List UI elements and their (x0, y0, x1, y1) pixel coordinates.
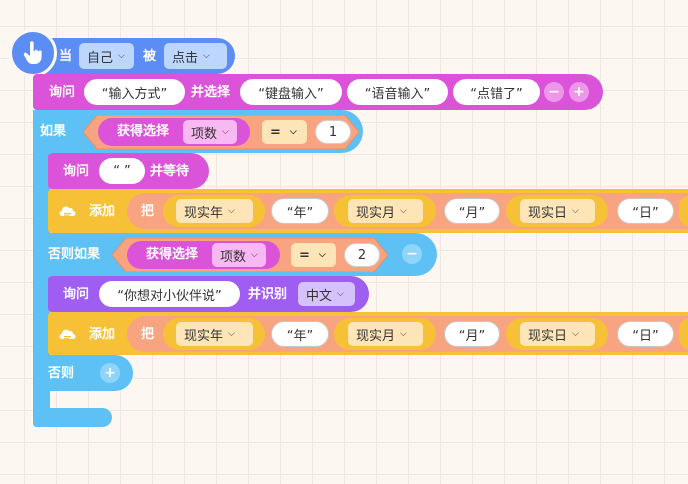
ask-choice-question-input[interactable]: “输入方式” (84, 79, 185, 105)
add-block-2-label: 添加 (89, 327, 116, 342)
event-prefix: 当 (59, 49, 73, 64)
ask-choice-remove-button[interactable]: − (544, 82, 564, 102)
event-hat-circle[interactable] (9, 29, 57, 77)
if-operator-value: = (270, 124, 281, 140)
elseif-operator-dropdown[interactable]: = ⌵ (291, 243, 336, 267)
ask-recognize-label: 询问 (63, 287, 90, 302)
row1-month-text-input[interactable]: “月” (444, 198, 500, 224)
row1-current-day-dropdown[interactable]: 现实日 ⌵ (520, 199, 595, 223)
elseif-label: 否则如果 (48, 247, 101, 262)
row1-current-day-value: 现实日 (528, 205, 568, 221)
row2-current-day-value: 现实日 (528, 328, 568, 344)
row2-current-month-value: 现实月 (356, 328, 396, 344)
row1-current-month-dropdown[interactable]: 现实月 ⌵ (348, 199, 423, 223)
event-middle: 被 (143, 49, 157, 64)
ask-recognize-language-dropdown[interactable]: 中文 ⌵ (298, 282, 355, 306)
ask-recognize-connector: 并识别 (248, 287, 288, 302)
plus-icon: + (573, 84, 585, 100)
if-value-input[interactable]: 1 (315, 120, 351, 144)
event-action-value: 点击 (172, 50, 199, 66)
if-label: 如果 (40, 124, 67, 139)
row2-month-text-input[interactable]: “月” (444, 321, 500, 347)
ask-choice-option-2[interactable]: “语音输入” (347, 79, 448, 105)
elseif-value-input[interactable]: 2 (344, 243, 380, 267)
chevron-down-icon: ⌵ (400, 328, 407, 339)
elseif-field-value: 项数 (220, 249, 247, 265)
row2-current-day-dropdown[interactable]: 现实日 ⌵ (520, 322, 595, 346)
ask-recognize-question-input[interactable]: “你想对小伙伴说” (99, 281, 240, 307)
chevron-down-icon: ⌵ (222, 126, 229, 137)
elseif-remove-button[interactable]: − (402, 244, 422, 264)
event-target-value: 自己 (87, 50, 114, 66)
chevron-down-icon: ⌵ (228, 328, 235, 339)
minus-icon: − (548, 84, 560, 100)
add-block-1-ba: 把 (141, 204, 155, 219)
add-block-2-icon (58, 325, 76, 343)
ask-wait-connector: 并等待 (150, 164, 190, 179)
chevron-down-icon: ⌵ (337, 288, 344, 299)
row1-year-text-input[interactable]: “年” (271, 198, 329, 224)
row1-next-join-edge (679, 195, 688, 227)
chevron-down-icon: ⌵ (203, 50, 210, 61)
elseif-get-choice-label: 获得选择 (146, 247, 199, 262)
chevron-down-icon: ⌵ (400, 205, 407, 216)
row2-current-month-dropdown[interactable]: 现实月 ⌵ (348, 322, 423, 346)
add-block-2-ba: 把 (141, 327, 155, 342)
row2-next-join-edge (679, 318, 688, 350)
elseif-field-dropdown[interactable]: 项数 ⌵ (212, 243, 266, 267)
else-add-button[interactable]: + (100, 363, 120, 383)
row1-day-text-input[interactable]: “日” (617, 198, 674, 224)
plus-icon: + (104, 365, 116, 381)
row2-current-year-dropdown[interactable]: 现实年 ⌵ (176, 322, 253, 346)
if-field-value: 项数 (191, 126, 218, 142)
control-block-footer (33, 408, 112, 427)
cloud-list-icon (59, 329, 76, 340)
if-field-dropdown[interactable]: 项数 ⌵ (183, 120, 237, 144)
event-action-dropdown[interactable]: 点击 ⌵ (164, 43, 227, 69)
hand-pointer-icon (23, 41, 42, 64)
chevron-down-icon: ⌵ (572, 328, 579, 339)
chevron-down-icon: ⌵ (228, 205, 235, 216)
row1-current-year-value: 现实年 (184, 205, 224, 221)
add-block-1-label: 添加 (89, 204, 116, 219)
chevron-down-icon: ⌵ (118, 50, 125, 61)
ask-choice-connector: 并选择 (191, 85, 231, 100)
ask-choice-option-3[interactable]: “点错了” (453, 79, 540, 105)
chevron-down-icon: ⌵ (572, 205, 579, 216)
row2-year-text-input[interactable]: “年” (271, 321, 329, 347)
else-label: 否则 (48, 366, 75, 381)
row1-current-year-dropdown[interactable]: 现实年 ⌵ (176, 199, 253, 223)
chevron-down-icon: ⌵ (318, 249, 326, 260)
ask-choice-label: 询问 (49, 85, 76, 100)
ask-recognize-language-value: 中文 (306, 288, 333, 304)
row1-current-month-value: 现实月 (356, 205, 396, 221)
row2-current-year-value: 现实年 (184, 328, 224, 344)
minus-icon: − (406, 246, 418, 262)
chevron-down-icon: ⌵ (289, 126, 297, 137)
ask-choice-option-1[interactable]: “键盘输入” (240, 79, 342, 105)
add-block-1-icon (58, 202, 76, 220)
if-get-choice-label: 获得选择 (117, 124, 170, 139)
if-operator-dropdown[interactable]: = ⌵ (262, 120, 307, 144)
ask-choice-add-button[interactable]: + (569, 82, 589, 102)
cloud-list-icon (59, 206, 76, 217)
ask-wait-label: 询问 (63, 164, 90, 179)
event-target-dropdown[interactable]: 自己 ⌵ (79, 43, 134, 69)
elseif-operator-value: = (299, 247, 310, 263)
chevron-down-icon: ⌵ (251, 249, 258, 260)
row2-day-text-input[interactable]: “日” (617, 321, 674, 347)
ask-wait-question-input[interactable]: “ ” (99, 158, 145, 184)
